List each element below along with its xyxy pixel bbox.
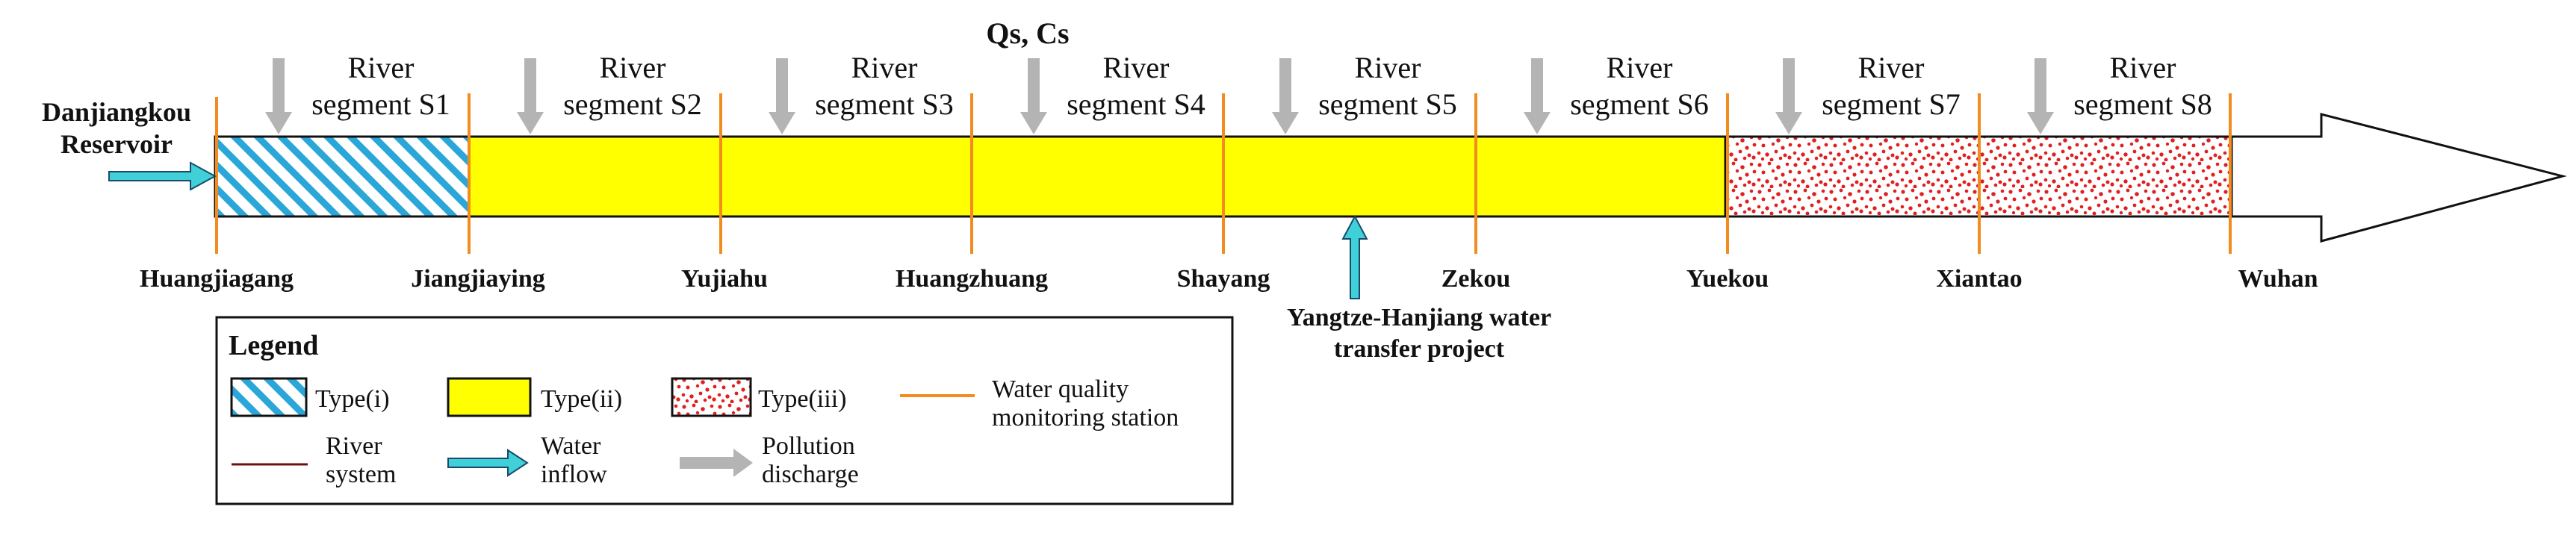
legend-pollution-label-line1: Pollution bbox=[762, 432, 855, 460]
legend-river-label-line1: River bbox=[326, 432, 382, 460]
segment-s2-line1: River bbox=[600, 51, 666, 84]
legend-station-label-line2: monitoring station bbox=[992, 404, 1179, 431]
legend-inflow-label-line2: inflow bbox=[541, 461, 607, 488]
pollution-arrow-s7 bbox=[1775, 58, 1802, 134]
segment-fill-type-ii bbox=[468, 135, 1727, 218]
station-lines bbox=[215, 93, 2232, 254]
pollution-arrow-s3 bbox=[769, 58, 795, 134]
segment-s8-line2: segment S8 bbox=[2073, 87, 2212, 121]
pollution-arrow-s1 bbox=[265, 58, 292, 134]
segment-s2-line2: segment S2 bbox=[563, 87, 702, 121]
segment-labels: River segment S1 River segment S2 River … bbox=[311, 51, 2212, 121]
segment-s4-line1: River bbox=[1103, 51, 1170, 84]
diagram-title: Qs, Cs bbox=[986, 16, 1069, 50]
station-xiantao: Xiantao bbox=[1936, 265, 2022, 293]
legend-swatch-type-i bbox=[230, 377, 308, 417]
segment-s4-line2: segment S4 bbox=[1067, 87, 1205, 121]
pollution-arrow-s4 bbox=[1020, 58, 1047, 134]
segment-s3-line2: segment S3 bbox=[815, 87, 954, 121]
segment-s7-line2: segment S7 bbox=[1822, 87, 1961, 121]
station-jiangjiaying: Jiangjiaying bbox=[411, 265, 544, 293]
water-transfer-arrow bbox=[1341, 214, 1368, 299]
pollution-arrow-s6 bbox=[1524, 58, 1551, 134]
transfer-label-line2: transfer project bbox=[1334, 335, 1505, 363]
station-labels: Huangjiagang Jiangjiaying Yujiahu Huangz… bbox=[140, 265, 2318, 293]
station-huangjiagang: Huangjiagang bbox=[140, 265, 294, 293]
legend-inflow-arrow bbox=[447, 449, 529, 477]
transfer-label-line1: Yangtze-Hanjiang water bbox=[1287, 304, 1551, 331]
legend-inflow-label-line1: Water bbox=[541, 432, 601, 460]
station-wuhan: Wuhan bbox=[2238, 265, 2318, 293]
pollution-arrow-s5 bbox=[1272, 58, 1299, 134]
water-inflow-arrow bbox=[108, 161, 217, 191]
legend-pollution-arrow bbox=[680, 449, 753, 477]
segment-fill-type-i bbox=[214, 135, 471, 218]
segment-s8-line1: River bbox=[2110, 51, 2176, 84]
legend-pollution-label-line2: discharge bbox=[762, 461, 859, 488]
segment-s6-line2: segment S6 bbox=[1570, 87, 1709, 121]
source-label-line2: Reservoir bbox=[60, 129, 173, 159]
legend-type-iii-label: Type(iii) bbox=[758, 385, 846, 413]
pollution-arrow-s2 bbox=[517, 58, 544, 134]
legend-station-label-line1: Water quality bbox=[992, 375, 1129, 403]
station-shayang: Shayang bbox=[1177, 265, 1270, 293]
legend: Legend Type(i) Type(ii) Type(iii) Water … bbox=[215, 316, 1234, 505]
legend-title: Legend bbox=[229, 330, 318, 361]
segment-s1-line1: River bbox=[348, 51, 415, 84]
legend-river-label-line2: system bbox=[326, 461, 396, 488]
station-yujiahu: Yujiahu bbox=[681, 265, 768, 293]
segment-s3-line1: River bbox=[851, 51, 918, 84]
station-yuekou: Yuekou bbox=[1686, 265, 1769, 293]
station-huangzhuang: Huangzhuang bbox=[896, 265, 1048, 293]
pollution-arrow-s8 bbox=[2027, 58, 2054, 134]
segment-s1-line2: segment S1 bbox=[311, 87, 450, 121]
station-zekou: Zekou bbox=[1441, 265, 1511, 293]
legend-swatch-type-ii bbox=[447, 377, 532, 417]
segment-s5-line1: River bbox=[1355, 51, 1421, 84]
river-channel-arrow bbox=[215, 113, 2567, 243]
source-label-line1: Danjiangkou bbox=[42, 97, 191, 127]
legend-type-ii-label: Type(ii) bbox=[541, 385, 622, 413]
segment-s7-line1: River bbox=[1858, 51, 1925, 84]
legend-type-i-label: Type(i) bbox=[315, 385, 390, 413]
segment-s6-line1: River bbox=[1607, 51, 1673, 84]
legend-swatch-type-iii bbox=[671, 377, 752, 417]
segment-s5-line2: segment S5 bbox=[1318, 87, 1457, 121]
pollution-arrows bbox=[265, 58, 2054, 134]
